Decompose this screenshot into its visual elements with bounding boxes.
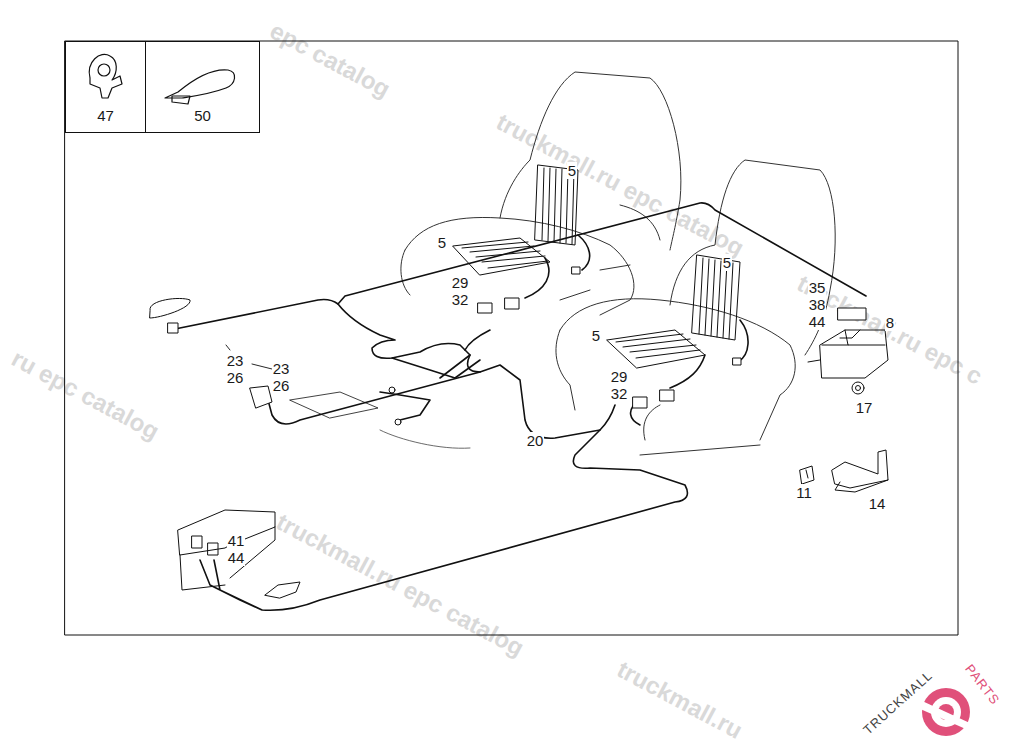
callout-number: 17 xyxy=(855,399,874,416)
callout-number: 41 xyxy=(227,532,246,549)
callout-number: 20 xyxy=(526,432,545,449)
callout-number: 38 xyxy=(808,296,827,313)
callout-number: 29 xyxy=(451,274,470,291)
seat-outline xyxy=(401,72,681,315)
clip-icon xyxy=(89,54,122,98)
callout-number: 26 xyxy=(272,377,291,394)
callout-number: 32 xyxy=(610,385,629,402)
heater-mat xyxy=(453,165,740,368)
callout-number: 26 xyxy=(226,369,245,386)
wiring-harness xyxy=(170,203,866,610)
callout-number: 29 xyxy=(610,368,629,385)
inset-box: 47 xyxy=(65,41,146,133)
callout-number: 44 xyxy=(227,549,246,566)
callout-number: 5 xyxy=(722,254,732,271)
cable-tie-icon xyxy=(165,70,235,104)
watermark: truckmall.ru epc catalog xyxy=(492,109,748,262)
inset-box: 50 xyxy=(145,41,260,133)
watermark: ru epc catalog xyxy=(7,345,163,444)
logo-mark xyxy=(918,688,972,736)
callout-number: 35 xyxy=(808,279,827,296)
callout-number: 14 xyxy=(868,495,887,512)
connector xyxy=(150,267,866,555)
callout-number: 23 xyxy=(272,360,291,377)
watermark: epc catalog xyxy=(266,18,395,103)
callout-number: 23 xyxy=(226,352,245,369)
logo-text: PARTS xyxy=(963,661,1004,707)
callout-number: 44 xyxy=(808,313,827,330)
callout-number: 32 xyxy=(451,291,470,308)
control-unit xyxy=(808,330,888,378)
callout-number: 11 xyxy=(795,484,813,501)
watermark: truckmall.ru epc catalog xyxy=(272,509,528,662)
callout-number: 5 xyxy=(437,234,447,251)
callout-number: 5 xyxy=(591,327,601,344)
callout-number: 50 xyxy=(146,107,259,124)
callout-number: 5 xyxy=(567,162,577,179)
callout-number: 47 xyxy=(66,107,145,124)
callout-number: 8 xyxy=(885,314,895,331)
battery-box xyxy=(178,510,300,598)
watermark: truckmall.ru xyxy=(613,656,747,743)
